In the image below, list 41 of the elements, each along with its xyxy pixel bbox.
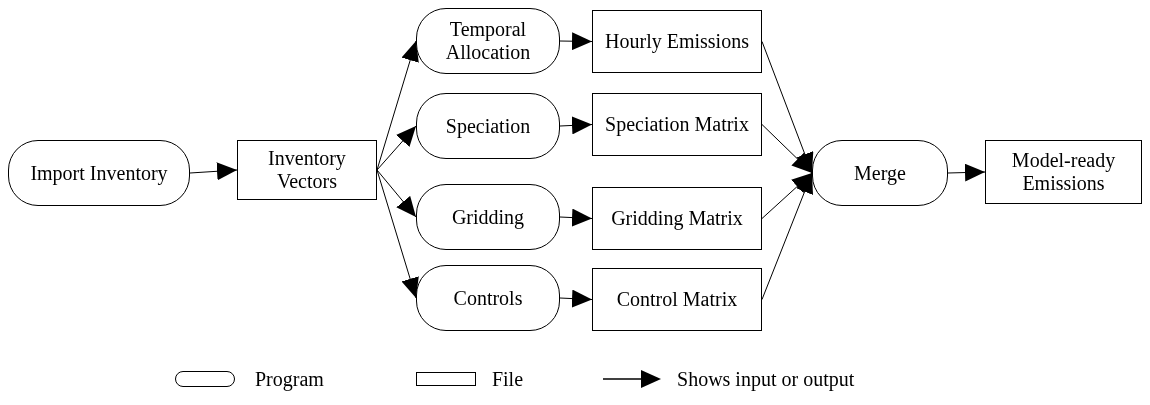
arrow	[559, 32, 593, 51]
node-label: Hourly Emissions	[604, 30, 750, 53]
arrow	[761, 124, 813, 174]
legend-label: Shows input or output	[677, 367, 855, 393]
arrow	[761, 41, 814, 174]
node-label: Inventory Vectors	[267, 147, 347, 193]
file-box	[592, 268, 762, 331]
program-box	[8, 140, 190, 206]
arrow	[189, 162, 238, 181]
program-box	[416, 184, 560, 250]
arrow	[559, 208, 593, 227]
file-box	[592, 187, 762, 250]
node-label: Temporal Allocation	[444, 18, 532, 64]
node-label: Gridding	[450, 205, 526, 229]
arrow	[376, 169, 417, 218]
arrow	[947, 163, 986, 182]
program-box	[416, 8, 560, 74]
file-box	[237, 140, 377, 200]
arrow	[559, 289, 593, 308]
arrow	[376, 125, 417, 171]
node-label: Import Inventory	[29, 161, 169, 185]
node-label: Merge	[853, 161, 907, 185]
program-box	[812, 140, 948, 206]
arrow	[559, 116, 593, 135]
file-box	[592, 93, 762, 156]
legend-label: File	[491, 367, 523, 392]
node-label: Speciation	[444, 114, 532, 138]
arrow	[376, 169, 419, 299]
node-label: Model-ready Emissions	[1010, 149, 1117, 195]
arrow	[761, 172, 813, 219]
node-label: Speciation Matrix	[604, 113, 750, 136]
program-box	[416, 265, 560, 331]
arrow	[376, 40, 419, 171]
file-box	[985, 140, 1142, 204]
node-label: Gridding Matrix	[610, 207, 744, 230]
node-label: Control Matrix	[615, 288, 739, 311]
file-box	[592, 10, 762, 73]
arrow	[761, 172, 813, 300]
program-box	[416, 93, 560, 159]
legend-label: Program	[255, 367, 324, 393]
node-label: Controls	[452, 286, 524, 310]
